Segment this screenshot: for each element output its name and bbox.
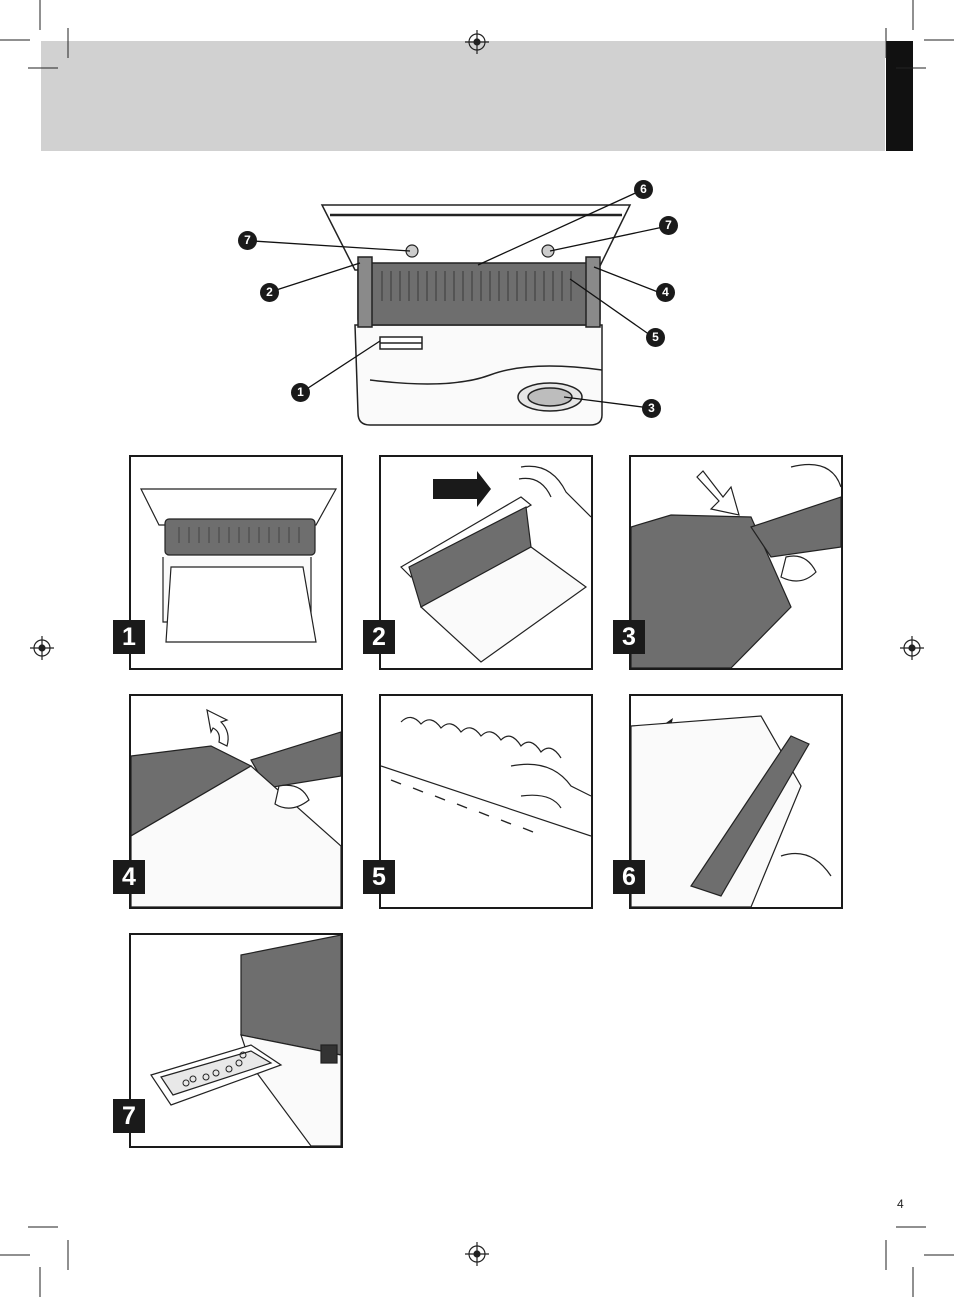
step-panel-3 bbox=[629, 455, 843, 670]
arrow-up-outline-icon bbox=[207, 710, 228, 746]
callout-5: 5 bbox=[646, 328, 665, 347]
callout-3: 3 bbox=[642, 399, 661, 418]
callout-7-right: 7 bbox=[659, 216, 678, 235]
registration-mark-right bbox=[900, 636, 924, 660]
step-badge-1: 1 bbox=[113, 620, 145, 654]
callout-4: 4 bbox=[656, 283, 675, 302]
step-badge-7: 7 bbox=[113, 1099, 145, 1133]
arrow-down-outline-icon bbox=[697, 471, 739, 515]
step-badge-3: 3 bbox=[613, 620, 645, 654]
callout-7-left: 7 bbox=[238, 231, 257, 250]
step-panel-1 bbox=[129, 455, 343, 670]
registration-mark-left bbox=[30, 636, 54, 660]
callout-1: 1 bbox=[291, 383, 310, 402]
step-6-illustration bbox=[631, 696, 841, 907]
step-panel-6 bbox=[629, 694, 843, 909]
step-panel-2 bbox=[379, 455, 593, 670]
step-badge-6: 6 bbox=[613, 860, 645, 894]
step-5-illustration bbox=[381, 696, 591, 907]
step-7-illustration bbox=[131, 935, 341, 1146]
step-panel-5 bbox=[379, 694, 593, 909]
step-panel-4 bbox=[129, 694, 343, 909]
registration-mark-top bbox=[465, 30, 489, 54]
step-badge-2: 2 bbox=[363, 620, 395, 654]
step-4-illustration bbox=[131, 696, 341, 907]
step-badge-4: 4 bbox=[113, 860, 145, 894]
registration-mark-bottom bbox=[465, 1242, 489, 1266]
page-number: 4 bbox=[897, 1197, 904, 1211]
step-panel-7 bbox=[129, 933, 343, 1148]
callout-2: 2 bbox=[260, 283, 279, 302]
step-3-illustration bbox=[631, 457, 841, 668]
step-2-illustration bbox=[381, 457, 591, 668]
arrow-down-icon bbox=[433, 471, 491, 507]
step-1-illustration bbox=[131, 457, 341, 668]
callout-6: 6 bbox=[634, 180, 653, 199]
step-badge-5: 5 bbox=[363, 860, 395, 894]
